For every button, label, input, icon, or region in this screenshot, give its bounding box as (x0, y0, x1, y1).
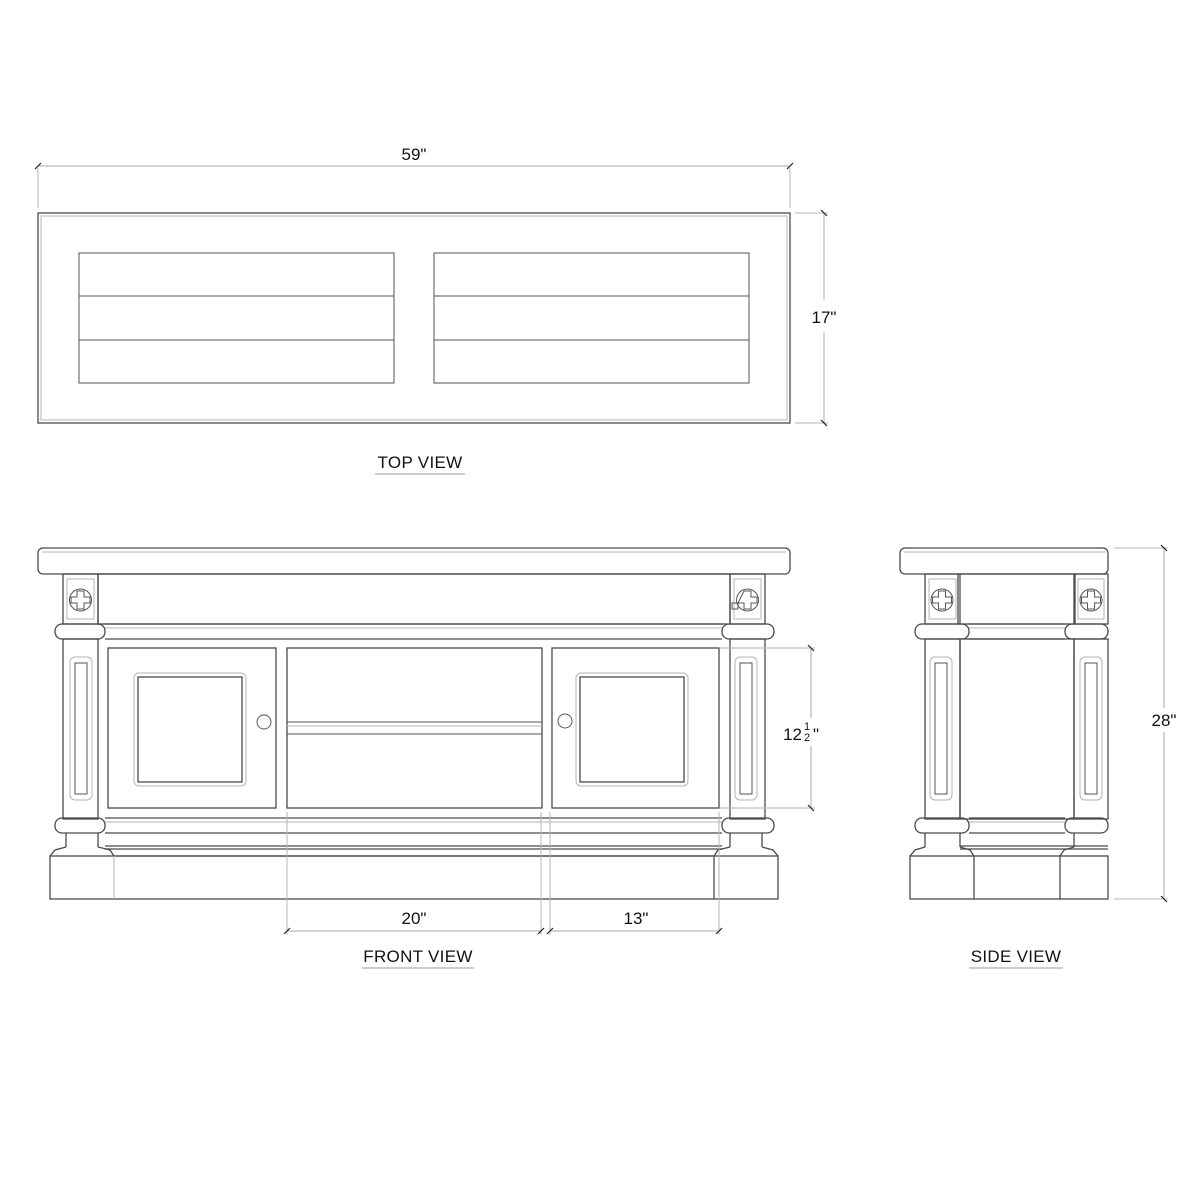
front-right-pilaster (729, 638, 766, 820)
side-left-pilaster (924, 638, 961, 820)
height-dimension-label: 28" (1152, 711, 1177, 730)
side-right-pilaster (1073, 638, 1109, 820)
front-view: 12 1 2 " 20" 13" FRONT VIEW (37, 547, 819, 969)
door-width-label: 13" (624, 909, 649, 928)
front-view-label: FRONT VIEW (363, 947, 472, 966)
front-center-shelf (286, 647, 543, 809)
left-door-knob-icon (256, 714, 272, 730)
side-left-rosette-block (924, 573, 961, 625)
width-dimension: 59" (34, 145, 794, 208)
front-left-pilaster (62, 638, 99, 820)
depth-dimension: 17" (795, 209, 837, 427)
door-height-fraction-denominator: 2 (804, 732, 810, 744)
door-height-fraction-numerator: 1 (804, 721, 810, 733)
door-height-unit: " (813, 725, 819, 744)
front-right-rosette-block (729, 573, 766, 625)
right-door-knob-icon (557, 713, 573, 729)
bottom-width-dimensions: 20" 13" (283, 812, 723, 935)
door-height-whole: 12 (783, 725, 802, 744)
top-left-panel (78, 252, 395, 384)
top-outline (37, 212, 791, 424)
height-dimension: 28" (1114, 544, 1177, 903)
side-right-rosette-block (1073, 573, 1109, 625)
side-view-label: SIDE VIEW (971, 947, 1062, 966)
front-left-rosette-block (62, 573, 99, 625)
top-right-panel (433, 252, 750, 384)
door-height-dimension: 12 1 2 " (720, 644, 819, 812)
front-right-door (551, 647, 720, 809)
center-opening-width-label: 20" (402, 909, 427, 928)
depth-dimension-label: 17" (812, 308, 837, 327)
top-view-label: TOP VIEW (378, 453, 463, 472)
front-plinth (49, 855, 779, 900)
side-view: 28" SIDE VIEW (899, 544, 1177, 969)
front-left-door (107, 647, 277, 809)
top-view: 59" 17" TOP VIEW (34, 145, 837, 475)
side-plinth (909, 855, 1109, 900)
width-dimension-label: 59" (402, 145, 427, 164)
